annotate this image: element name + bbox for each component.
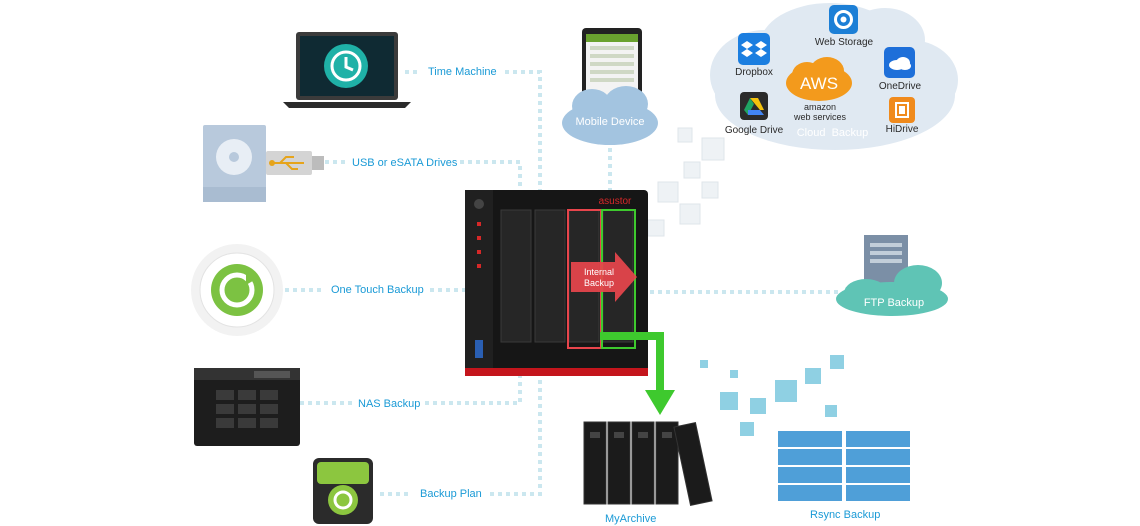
internal-backup-line2: Backup: [584, 278, 614, 288]
rsync-server-icon: [777, 430, 911, 502]
laptop-icon: [283, 32, 411, 108]
ftp-backup-label: FTP Backup: [863, 297, 925, 309]
dropbox-icon: [738, 33, 770, 65]
amazon-text: amazon: [803, 102, 837, 112]
one-touch-backup-icon: [191, 244, 283, 336]
mobile-device-label: Mobile Device: [575, 116, 645, 128]
internal-backup-arrow: [571, 252, 637, 302]
dropbox-label: Dropbox: [735, 67, 773, 78]
mobile-device-group: [562, 28, 658, 145]
ftp-backup-icon: [836, 235, 948, 316]
central-nas-icon: asustor Internal Backup: [465, 190, 648, 376]
one-touch-backup-label: One Touch Backup: [331, 284, 424, 296]
hidrive-label: HiDrive: [885, 124, 919, 135]
cloud-backup-title: Cloud Backup: [796, 127, 869, 139]
aws-text: AWS: [800, 74, 838, 93]
web-storage-icon: [829, 5, 858, 34]
onedrive-icon: [884, 47, 915, 78]
time-machine-label: Time Machine: [428, 66, 497, 78]
aws-logo-icon: AWS: [786, 57, 852, 101]
myarchive-arrow: [600, 332, 675, 415]
external-drive-icon: [203, 125, 266, 202]
rsync-data-cubes: [700, 355, 844, 436]
hidrive-icon: [889, 97, 915, 123]
backup-plan-label: Backup Plan: [420, 488, 482, 500]
data-cubes-decoration: [647, 127, 725, 237]
myarchive-label: MyArchive: [605, 513, 657, 525]
onedrive-label: OneDrive: [878, 81, 922, 92]
aws-label: amazon web services: [790, 102, 850, 122]
nas-device-icon: [194, 368, 300, 446]
nas-backup-label: NAS Backup: [358, 398, 421, 410]
myarchive-drives-icon: [583, 421, 713, 507]
google-drive-icon: [740, 92, 768, 120]
usb-stick-icon: [266, 151, 324, 175]
web-storage-label: Web Storage: [814, 37, 874, 48]
usb-label: USB or eSATA Drives: [352, 157, 458, 169]
google-drive-label: Google Drive: [724, 125, 784, 136]
nas-brand-text: asustor: [599, 196, 632, 207]
internal-backup-line1: Internal: [584, 267, 614, 277]
rsync-backup-label: Rsync Backup: [810, 509, 881, 521]
web-services-text: web services: [793, 112, 847, 122]
backup-plan-icon: [313, 458, 373, 524]
